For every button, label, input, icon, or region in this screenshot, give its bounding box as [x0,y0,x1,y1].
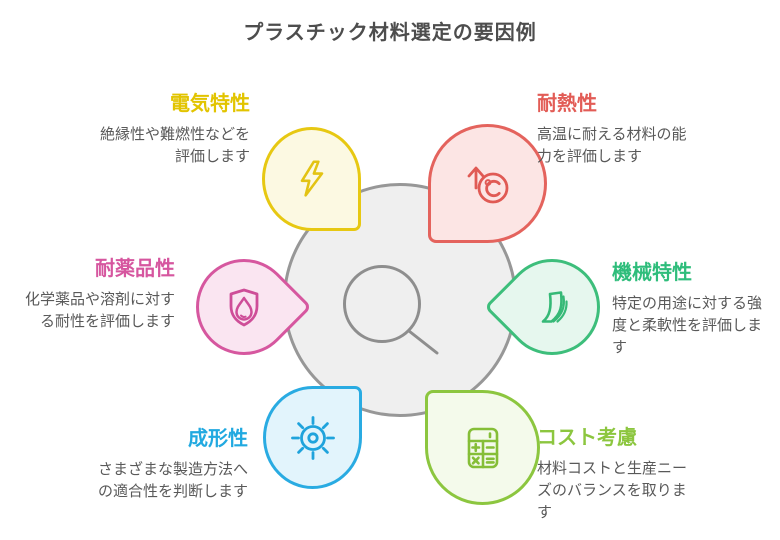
calculator-icon [467,427,498,468]
factor-cost-label: コスト考慮 [537,427,637,449]
teardrop-heat [428,124,547,243]
factor-heat-label: 耐熱性 [537,93,597,115]
factor-mechanical-label: 機械特性 [612,262,692,284]
temperature-rise-icon [467,166,508,203]
flexible-sheet-icon [541,291,568,323]
factor-chemical-description: 化学薬品や溶剤に対す る耐性を評価します [24,291,175,330]
teardrop-mechanical [484,239,620,375]
factor-heat: 耐熱性 高温に耐える材料の能 力を評価します [537,93,722,168]
factor-cost-description: 材料コストと生産ニー ズのバランスを取りま す [537,460,688,521]
teardrop-electrical [262,127,361,231]
factor-chemical: 耐薬品性 化学薬品や溶剤に対す る耐性を評価します [0,258,175,333]
factor-mechanical: 機械特性 特定の用途に対する強 度と柔軟性を評価しま す [612,262,780,359]
lightning-icon [300,160,323,197]
teardrop-chemical [176,239,312,375]
factor-molding-description: さまざまな製造方法へ の適合性を判断します [97,461,248,500]
gear-sun-icon [290,415,335,460]
factor-mechanical-description: 特定の用途に対する強 度と柔軟性を評価しま す [612,295,763,356]
factor-molding: 成形性 さまざまな製造方法へ の適合性を判断します [53,428,248,503]
teardrop-cost [425,390,540,505]
factor-electrical-label: 電気特性 [170,93,250,115]
droplet-shield-icon [229,288,259,327]
factor-chemical-label: 耐薬品性 [95,258,175,280]
factor-electrical: 電気特性 絶縁性や難燃性などを 評価します [40,93,250,168]
teardrop-molding [263,386,362,489]
page-title: プラスチック材料選定の要因例 [243,22,537,44]
factor-electrical-description: 絶縁性や難燃性などを 評価します [99,126,250,165]
factor-cost: コスト考慮 材料コストと生産ニー ズのバランスを取りま す [537,427,717,524]
factor-molding-label: 成形性 [188,428,248,450]
magnifier-icon [343,265,439,355]
icon-wrapper [222,285,266,329]
icon-wrapper [530,285,574,329]
factor-heat-description: 高温に耐える材料の能 力を評価します [537,126,687,165]
